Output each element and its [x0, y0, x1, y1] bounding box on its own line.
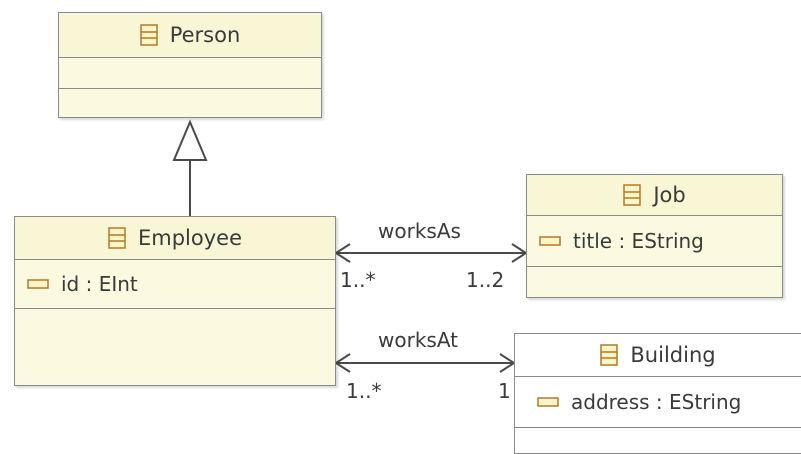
- building-class-header[interactable]: Building: [515, 334, 801, 377]
- employee-class[interactable]: Employee id : EInt: [14, 216, 336, 386]
- works-as-label[interactable]: worksAs: [378, 219, 461, 243]
- employee-attributes-compartment: id : EInt: [15, 260, 335, 309]
- building-class-name: Building: [630, 343, 716, 367]
- building-operations-compartment: [515, 428, 801, 454]
- job-class-name: Job: [653, 183, 686, 207]
- building-attribute-address[interactable]: address : EString: [571, 390, 742, 414]
- attribute-icon: [537, 396, 559, 408]
- job-attributes-compartment: title : EString: [527, 216, 782, 267]
- works-at-source-arrow-icon: [334, 353, 351, 373]
- attribute-icon: [27, 278, 49, 290]
- class-icon: [623, 184, 642, 206]
- class-icon: [108, 227, 126, 249]
- works-as-source-arrow-icon: [334, 243, 351, 263]
- class-icon: [139, 24, 158, 46]
- building-attributes-compartment: address : EString: [515, 377, 801, 428]
- works-at-target-multiplicity: 1: [498, 379, 511, 403]
- works-at-source-multiplicity: 1..*: [346, 379, 382, 403]
- person-class[interactable]: Person: [58, 12, 322, 118]
- works-at-label[interactable]: worksAt: [378, 328, 458, 352]
- employee-class-name: Employee: [137, 226, 242, 250]
- person-class-name: Person: [169, 23, 241, 47]
- class-icon: [600, 344, 619, 366]
- works-as-source-multiplicity: 1..*: [340, 268, 376, 292]
- attribute-icon: [539, 235, 561, 247]
- person-operations-compartment: [59, 89, 321, 117]
- employee-attribute-id[interactable]: id : EInt: [61, 272, 138, 296]
- employee-operations-compartment: [15, 309, 335, 385]
- job-operations-compartment: [527, 267, 782, 297]
- job-class-header[interactable]: Job: [527, 175, 782, 216]
- job-attribute-title[interactable]: title : EString: [573, 229, 704, 253]
- building-class[interactable]: Building address : EString: [514, 333, 801, 454]
- works-as-target-multiplicity: 1..2: [466, 268, 505, 292]
- employee-class-header[interactable]: Employee: [15, 217, 335, 260]
- inheritance-arrow-icon: [172, 119, 208, 161]
- job-class[interactable]: Job title : EString: [526, 174, 783, 298]
- person-attributes-compartment: [59, 58, 321, 89]
- person-class-header[interactable]: Person: [59, 13, 321, 58]
